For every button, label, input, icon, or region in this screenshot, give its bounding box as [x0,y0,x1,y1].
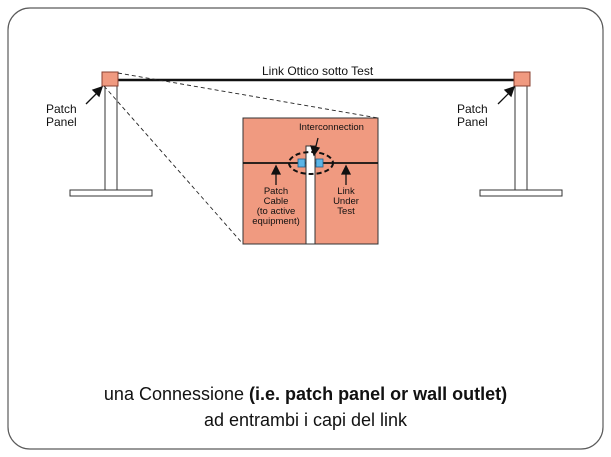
link-under-test-line2: Under [333,196,359,207]
caption-line2: ad entrambi i capi del link [203,410,408,430]
link-under-test-label: Link Under Test [330,187,362,217]
arrows [85,85,516,185]
right-patch-panel [513,71,531,87]
link-label: Link Ottico sotto Test [262,64,374,78]
patch-cable-label: Patch Cable (to active equipment) [248,187,304,227]
connector-right [315,158,324,168]
caption-line1-bold: (i.e. patch panel or wall outlet) [249,384,508,404]
patch-cable-line3: (to active [256,206,296,217]
left-panel-label-line2: Panel [46,115,77,129]
patch-cable-line2: Cable [263,196,289,207]
caption-line1-plain: una Connessione [103,384,245,404]
link-under-test-line1: Link [337,186,355,197]
interconnection-label: Interconnection [299,122,364,133]
caption-line1: una Connessione (i.e. patch panel or wal… [0,382,611,406]
left-patch-panel [101,71,119,87]
right-panel-label: Patch Panel [457,103,488,129]
connector-left [297,158,306,168]
zoom-lines [103,72,379,245]
interconnection-ellipse [288,151,334,175]
right-panel-label-line1: Patch [457,102,488,116]
link-under-test-line3: Test [337,206,355,217]
patch-cable-line1: Patch [263,186,289,197]
inset-stand [305,145,316,245]
left-panel-label: Patch Panel [46,103,77,129]
left-panel-label-line1: Patch [46,102,77,116]
right-panel-label-line2: Panel [457,115,488,129]
patch-cable-line4: equipment) [252,216,300,227]
